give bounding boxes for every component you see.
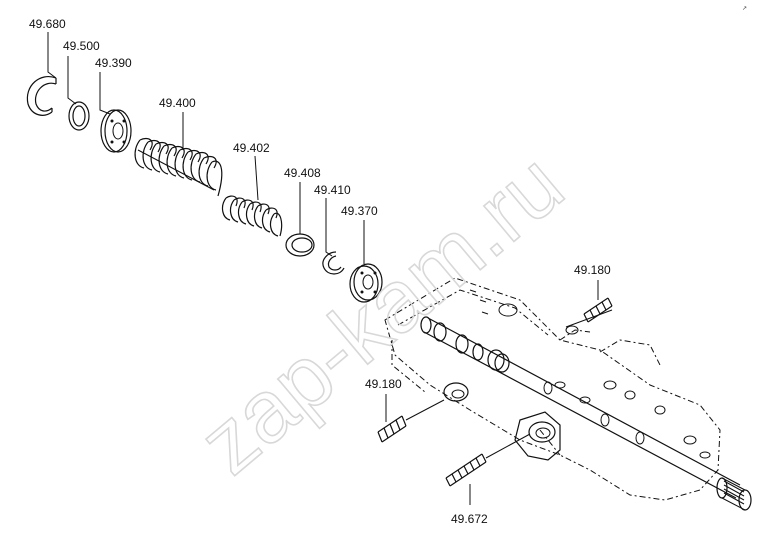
- label-49400: 49.400: [159, 96, 196, 110]
- part-49390-washer: [100, 109, 132, 153]
- label-49180-left: 49.180: [365, 377, 402, 391]
- valve-spool: [420, 316, 752, 511]
- part-49680-snap-ring: [26, 76, 57, 116]
- valve-housing: [384, 277, 721, 501]
- label-49410: 49.410: [314, 183, 351, 197]
- label-49390: 49.390: [95, 56, 132, 70]
- label-49408: 49.408: [284, 166, 321, 180]
- part-49408-washer: [285, 233, 315, 257]
- part-49410-snap-ring: [322, 251, 345, 275]
- corner-mark: ↗: [742, 6, 747, 12]
- callout-labels: 49.680 49.500 49.390 49.400 49.402 49.40…: [29, 17, 611, 526]
- part-49180-spring-left: [377, 415, 407, 443]
- leader-lines: [47, 32, 613, 505]
- label-49180-right: 49.180: [574, 263, 611, 277]
- part-49402-spring: [221, 195, 283, 237]
- label-49370: 49.370: [341, 204, 378, 218]
- part-49400-spring: [134, 137, 223, 197]
- label-49672: 49.672: [451, 512, 488, 526]
- part-49672-spring: [445, 453, 487, 487]
- label-49500: 49.500: [63, 39, 100, 53]
- label-49402: 49.402: [233, 141, 270, 155]
- label-49680: 49.680: [29, 17, 66, 31]
- part-49370-washer: [349, 263, 383, 303]
- part-49500-ring: [68, 101, 90, 131]
